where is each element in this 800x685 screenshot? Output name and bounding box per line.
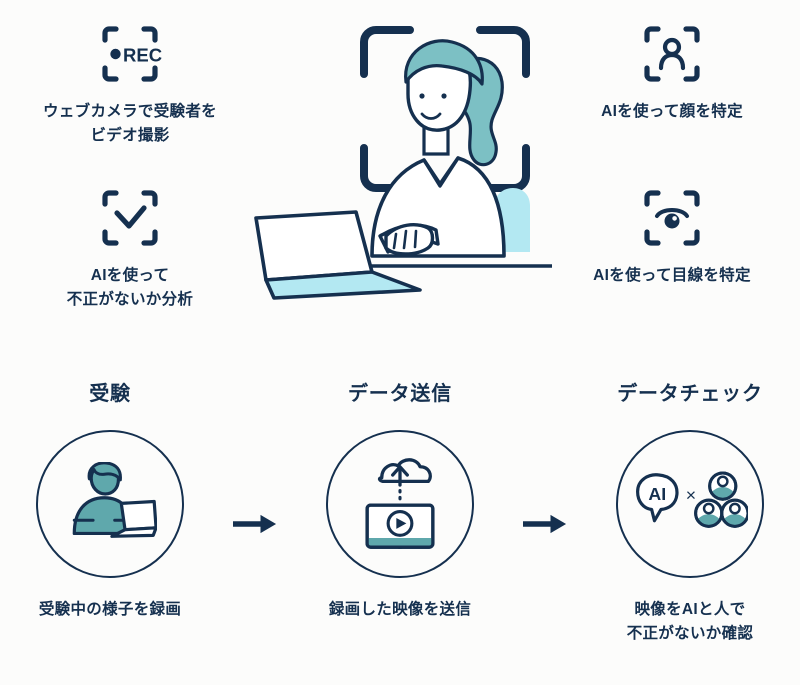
flow-arrow-2	[509, 382, 581, 682]
laptop-base	[264, 270, 422, 300]
feature-webcam-label: ウェブカメラで受験者を ビデオ撮影	[43, 103, 217, 145]
eye-frame-icon	[640, 186, 704, 250]
feature-gaze-label: AIを使って目線を特定	[593, 267, 751, 284]
flow-step-exam: 受験	[1, 382, 219, 622]
hands	[384, 223, 435, 256]
person-at-laptop-icon	[63, 461, 158, 546]
person-frame-icon	[640, 22, 704, 86]
arrow-right-icon	[233, 514, 277, 534]
detection-frame-corners	[360, 26, 530, 192]
ai-bubble-text: AI	[648, 484, 666, 504]
monitor-cloud-upload-icon	[356, 454, 444, 558]
arrow-right-icon	[523, 514, 567, 534]
flow-step-data-send: データ送信	[291, 382, 509, 622]
feature-face-label: AIを使って顔を特定	[601, 103, 743, 120]
flow-step-data-check: データチェック AI ×	[581, 382, 799, 646]
flow-step-data-send-caption: 録画した映像を送信	[328, 601, 472, 618]
feature-cheat-analysis: AIを使って 不正がないか分析	[10, 186, 250, 312]
flow-step-data-send-circle	[326, 430, 474, 578]
flow-step-data-check-title: データチェック	[617, 383, 763, 405]
avatar-bottom-right	[720, 498, 750, 528]
flow-step-data-check-circle: AI ×	[616, 430, 764, 578]
hair-front	[404, 39, 484, 86]
flow-step-exam-circle	[36, 430, 184, 578]
flow-step-data-send-title: データ送信	[348, 383, 452, 405]
feature-face-detect: AIを使って顔を特定	[552, 22, 792, 124]
flow-arrow-1	[219, 382, 291, 682]
mouth	[420, 112, 442, 120]
woman-at-laptop-illustration	[252, 8, 554, 328]
rec-frame-icon: REC	[98, 22, 162, 86]
feature-cheat-label: AIを使って 不正がないか分析	[66, 267, 194, 309]
eye-right	[441, 93, 447, 99]
avatar-top	[708, 471, 738, 501]
eye-left	[419, 93, 425, 99]
feature-webcam: REC ウェブカメラで受験者を ビデオ撮影	[10, 22, 250, 148]
flow-step-data-check-caption: 映像をAIと人で 不正がないか確認	[626, 601, 754, 643]
flow-step-exam-title: 受験	[89, 383, 131, 405]
feature-gaze-detect: AIを使って目線を特定	[552, 186, 792, 288]
laptop-screen	[254, 210, 374, 282]
ai-times-people-icon: AI ×	[632, 469, 750, 540]
flow-step-exam-caption: 受験中の様子を録画	[38, 601, 182, 618]
process-flow: 受験	[0, 382, 800, 682]
times-operator: ×	[686, 485, 696, 505]
rec-icon-text: REC	[123, 45, 162, 66]
avatar-bottom-left	[694, 498, 724, 528]
check-frame-icon	[98, 186, 162, 250]
